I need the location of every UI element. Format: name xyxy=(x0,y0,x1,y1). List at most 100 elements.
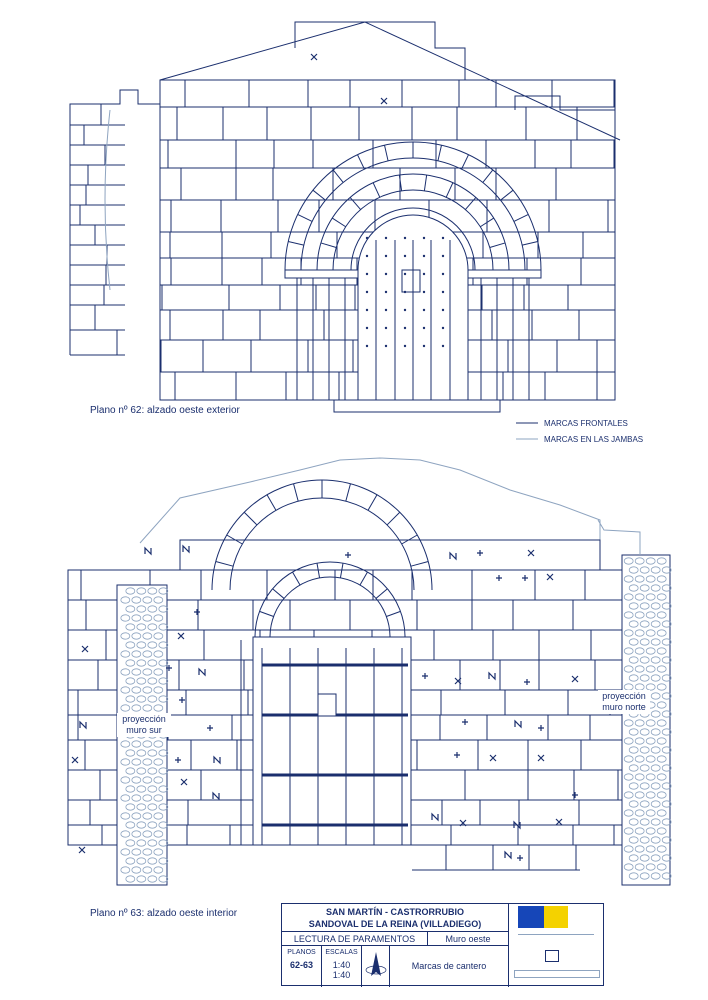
rubble-stone xyxy=(147,749,158,757)
mason-mark xyxy=(182,544,190,554)
rubble-stone xyxy=(147,677,158,685)
mason-mark xyxy=(513,820,521,830)
rubble-stone xyxy=(645,629,656,637)
rubble-stone xyxy=(158,605,169,613)
rubble-stone xyxy=(153,740,164,748)
door-nail xyxy=(403,236,407,240)
rubble-stone xyxy=(639,782,650,790)
rubble-stone xyxy=(158,767,169,775)
mason-mark xyxy=(310,53,318,61)
outer-voussoir-joint xyxy=(357,154,365,170)
rubble-stone xyxy=(650,872,661,880)
rubble-stone xyxy=(125,659,136,667)
rubble-stone xyxy=(153,758,164,766)
outer-voussoir-joint xyxy=(288,241,304,246)
rubble-stone xyxy=(639,656,650,664)
rubble-stone xyxy=(645,647,656,655)
rubble-stone xyxy=(656,827,667,835)
rubble-stone xyxy=(147,803,158,811)
rubble-stone xyxy=(142,830,153,838)
rubble-stone xyxy=(136,695,147,703)
rubble-stone xyxy=(639,800,650,808)
rubble-stone xyxy=(650,818,661,826)
planos-label: PLANOS xyxy=(287,949,316,956)
middle-voussoir-joint xyxy=(349,197,361,210)
rubble-stone xyxy=(136,587,147,595)
rubble-stone xyxy=(120,668,131,676)
rubble-stone xyxy=(645,611,656,619)
rubble-stone xyxy=(136,605,147,613)
rubble-stone xyxy=(120,632,131,640)
rear-arch-outer xyxy=(254,561,406,638)
door-nail xyxy=(403,290,407,294)
small-logo-icon xyxy=(545,950,559,962)
rubble-stone xyxy=(142,812,153,820)
relieving-voussoir-joint xyxy=(293,483,299,502)
rubble-stone xyxy=(656,809,667,817)
mason-mark xyxy=(213,755,221,765)
outer-voussoir-joint xyxy=(513,214,529,222)
rubble-stone xyxy=(623,737,634,745)
rubble-stone xyxy=(645,719,656,727)
rubble-stone xyxy=(153,812,164,820)
rubble-stone xyxy=(645,773,656,781)
rubble-stone xyxy=(147,875,158,883)
mason-mark xyxy=(524,679,530,685)
rubble-stone xyxy=(628,746,639,754)
rubble-stone xyxy=(131,686,142,694)
rubble-stone xyxy=(153,848,164,856)
rubble-stone xyxy=(656,647,667,655)
rubble-stone xyxy=(639,584,650,592)
rubble-stone xyxy=(131,794,142,802)
rubble-stone xyxy=(628,620,639,628)
outer-voussoir-joint xyxy=(461,154,469,170)
mason-mark xyxy=(477,550,483,556)
rubble-stone xyxy=(650,836,661,844)
rubble-stone xyxy=(623,593,634,601)
mason-mark xyxy=(79,720,87,730)
rubble-stone xyxy=(142,632,153,640)
rubble-stone xyxy=(142,596,153,604)
rubble-stone xyxy=(125,587,136,595)
rear-arch-voussoir-joint xyxy=(339,563,344,578)
rubble-stone xyxy=(120,866,131,874)
door-nail xyxy=(441,236,445,240)
rubble-stone xyxy=(147,695,158,703)
rubble-stone xyxy=(131,614,142,622)
mason-mark xyxy=(180,778,188,786)
rubble-stone xyxy=(158,875,169,883)
rubble-stone xyxy=(650,746,661,754)
rubble-stone xyxy=(634,737,645,745)
rubble-stone xyxy=(628,638,639,646)
rubble-stone xyxy=(623,647,634,655)
relieving-voussoir-joint xyxy=(266,494,277,511)
rubble-stone xyxy=(120,704,131,712)
rubble-stone xyxy=(661,620,672,628)
door-nail xyxy=(422,290,426,294)
north-arrow xyxy=(362,946,390,987)
gable-roof-line xyxy=(159,21,621,141)
mason-mark xyxy=(489,754,497,762)
middle-voussoir-joint xyxy=(445,182,454,198)
mason-mark xyxy=(144,546,152,556)
rubble-stone xyxy=(147,785,158,793)
rubble-stone xyxy=(628,872,639,880)
rubble-stone xyxy=(125,857,136,865)
door-nail xyxy=(365,272,369,276)
rubble-stone xyxy=(125,767,136,775)
relieving-voussoir-joint xyxy=(401,534,418,545)
mason-mark xyxy=(81,645,89,653)
door-nail xyxy=(384,254,388,258)
rubble-stone xyxy=(634,647,645,655)
rear-arch-voussoir-joint xyxy=(386,610,401,617)
rubble-stone xyxy=(153,614,164,622)
rubble-stone xyxy=(142,848,153,856)
plan-63-interior-elevation xyxy=(67,457,672,886)
rear-arch-voussoir-joint xyxy=(359,571,368,586)
rubble-stone xyxy=(639,746,650,754)
drawing-description: Marcas de cantero xyxy=(411,961,487,971)
outer-voussoir-joint xyxy=(312,189,326,201)
mason-mark xyxy=(462,719,468,725)
door-nail xyxy=(403,254,407,258)
logo-underline xyxy=(518,934,594,935)
